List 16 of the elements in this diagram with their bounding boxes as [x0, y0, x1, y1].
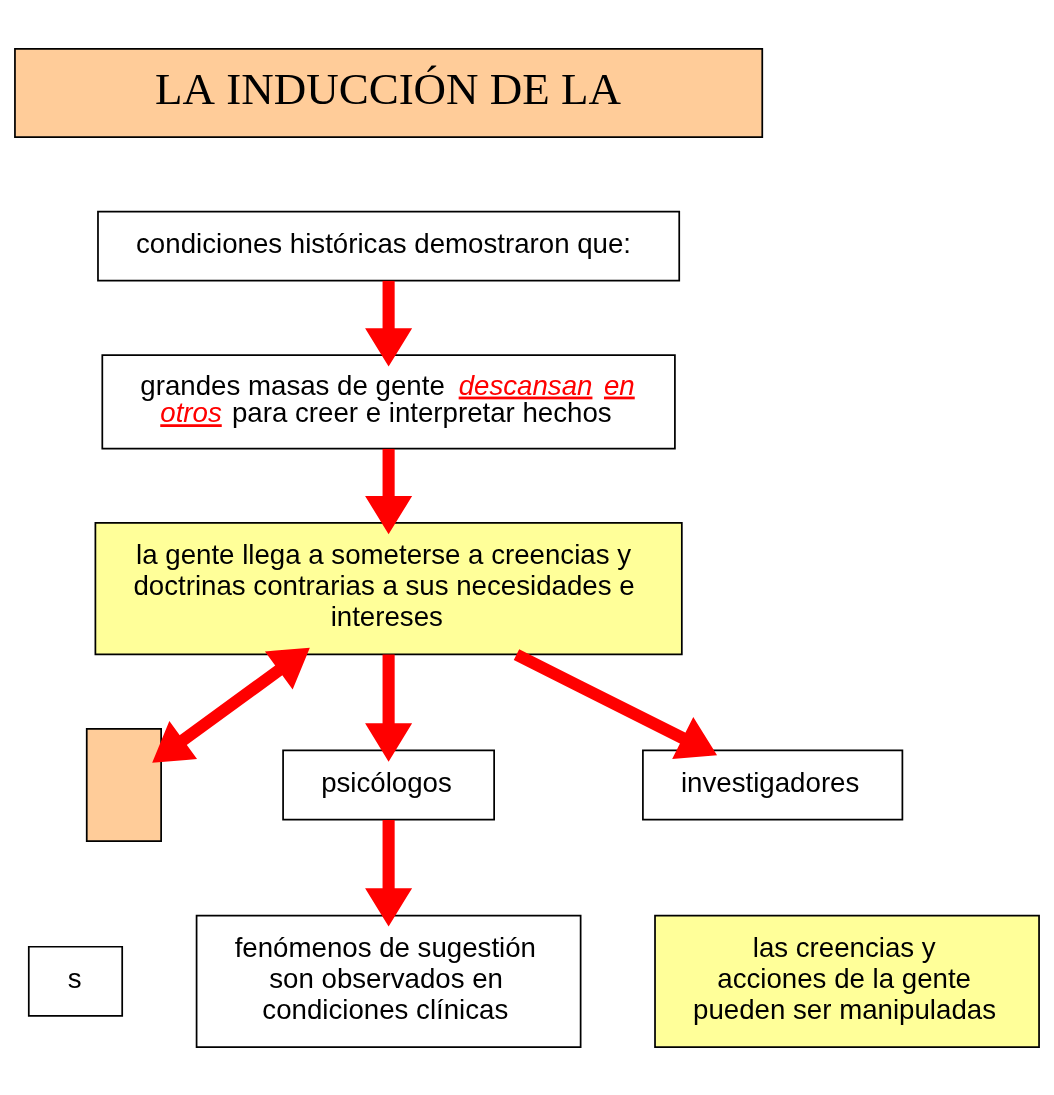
arrow — [365, 448, 413, 534]
node-box — [85, 727, 162, 842]
node-box: la gente llega a someterse a creencias y doctrinas contrarias a sus necesidades e intereses — [94, 521, 683, 655]
node-box: grandes masas de gente descansan en otros para creer e interpretar hechos — [101, 353, 676, 449]
arrow — [365, 280, 413, 367]
node-box: psicólogos — [282, 749, 495, 820]
node-box: LA INDUCCIÓN DE LA — [14, 47, 764, 138]
node-box: investigadores — [642, 749, 904, 820]
arrow — [365, 654, 413, 762]
node-box: s — [27, 945, 124, 1017]
node-box: las creencias y acciones de la gente pueden ser manipuladas — [654, 914, 1040, 1048]
arrow — [152, 647, 310, 763]
node-box: condiciones históricas demostraron que: — [97, 210, 681, 282]
node-box: fenómenos de sugestión son observados en condiciones clínicas — [195, 914, 582, 1048]
arrow — [513, 648, 718, 759]
arrow — [365, 819, 413, 927]
